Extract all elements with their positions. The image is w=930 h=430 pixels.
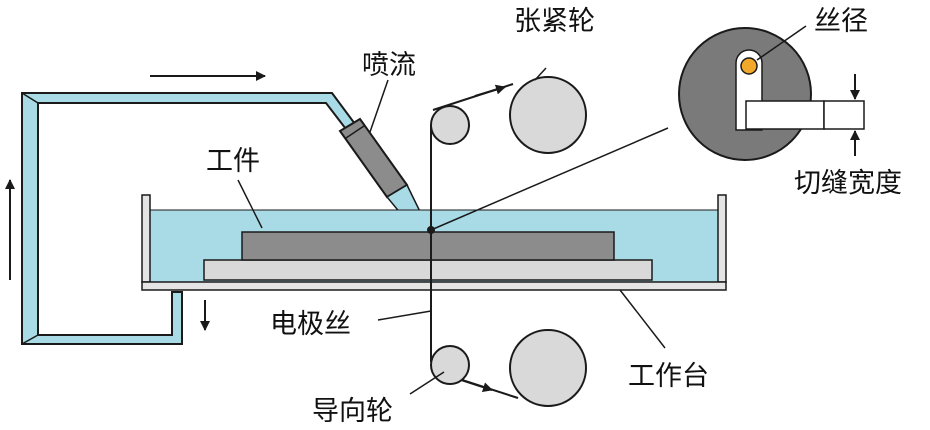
tension-wheel-large [509, 76, 587, 154]
label-workpiece: 工件 [206, 146, 260, 177]
wire-arrow-bottom [457, 378, 493, 392]
wire-diameter-leader [756, 25, 807, 61]
tank-wall-right [717, 194, 727, 283]
guide-wheel-small [430, 345, 470, 385]
kerf-detail-inset [430, 25, 865, 231]
workpiece-block [241, 231, 615, 261]
label-tension-wheel: 张紧轮 [514, 6, 595, 37]
inset-plate-ext [823, 100, 865, 130]
tank-base [141, 281, 727, 291]
label-nozzle-flow: 喷流 [362, 50, 416, 81]
tank-wall-left [141, 194, 151, 283]
inset-plate [745, 100, 825, 130]
wire-cross-section [740, 57, 758, 75]
label-worktable: 工作台 [628, 361, 709, 392]
label-guide-wheel: 导向轮 [312, 396, 393, 427]
tension-wheel-small [430, 105, 470, 145]
label-kerf-width: 切缝宽度 [794, 168, 902, 199]
label-electrode-wire: 电极丝 [270, 309, 351, 340]
leader-lines [237, 67, 666, 395]
detail-callout-line [430, 127, 669, 231]
guide-wheel-large [509, 329, 587, 407]
wire-arrow-top [474, 84, 506, 97]
label-wire-diameter: 丝径 [814, 6, 868, 37]
worktable-plate [203, 259, 653, 281]
